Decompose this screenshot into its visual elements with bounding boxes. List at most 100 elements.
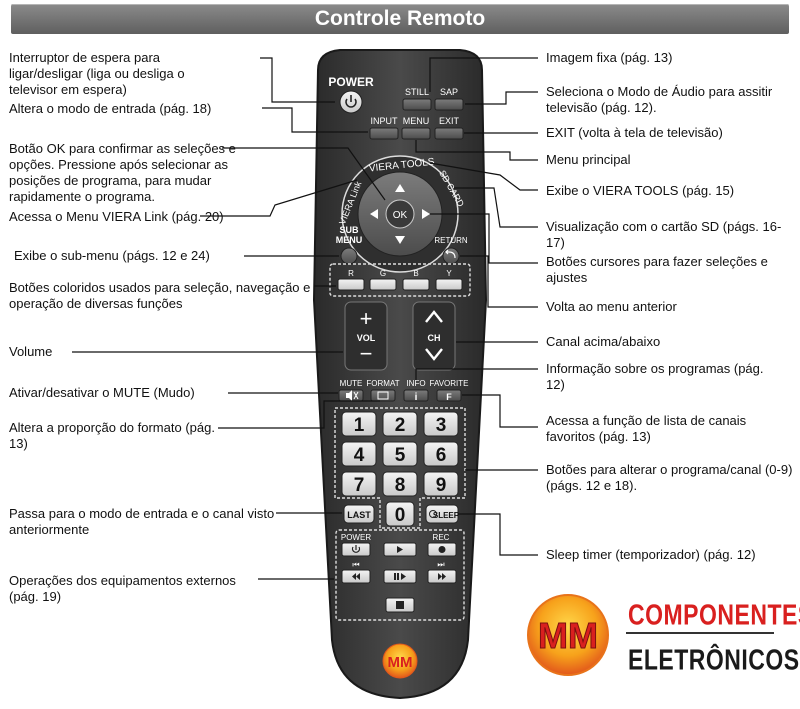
sub-menu-button[interactable]: [340, 247, 358, 265]
remote-logo: [382, 643, 418, 679]
digit-key-7[interactable]: [341, 471, 377, 497]
label-sap: Seleciona o Modo de Áudio para assitir t…: [546, 84, 773, 115]
ext-power-icon: [351, 545, 361, 553]
digit-key-1[interactable]: [341, 411, 377, 437]
label-external: Operações dos equipamentos externos (pág…: [9, 573, 236, 604]
label-menu: Menu principal: [546, 152, 631, 167]
rec-label: REC: [433, 533, 450, 542]
input-label: INPUT: [371, 116, 399, 126]
brand-logo: [527, 594, 609, 676]
favorite-key-icon: F: [446, 392, 452, 402]
return-arrow-icon: [445, 249, 456, 259]
exit-button[interactable]: [434, 127, 464, 140]
channel-rocker[interactable]: [412, 301, 456, 371]
title-bar: Controle Remoto: [11, 4, 789, 34]
label-standby: Interruptor de espera para ligar/desliga…: [9, 50, 185, 97]
cursor-up-button[interactable]: [395, 184, 405, 192]
digit-key-3[interactable]: [423, 411, 459, 437]
color-key-r[interactable]: [337, 278, 365, 291]
cursor-down-button[interactable]: [395, 236, 405, 244]
label-exit: EXIT (volta à tela de televisão): [546, 125, 723, 140]
label-favorite: Acessa a função de lista de canais favor…: [546, 413, 747, 444]
digit-key-5-label: 5: [395, 445, 406, 466]
vol-label: VOL: [357, 333, 376, 343]
color-key-y[interactable]: [435, 278, 463, 291]
digit-key-9[interactable]: [423, 471, 459, 497]
callout-lines-left: [72, 57, 386, 580]
label-sleep: Sleep timer (temporizador) (pág. 12): [546, 547, 756, 562]
favorite-label: FAVORITE: [430, 379, 469, 388]
label-info: Informação sobre os programas (pág. 12): [546, 361, 764, 392]
format-label: FORMAT: [366, 379, 399, 388]
ch-up-icon: [425, 310, 443, 323]
brand-line-1: COMPONENTES: [628, 598, 800, 631]
label-format: Altera a proporção do formato (pág. 13): [9, 420, 215, 451]
info-label: INFO: [406, 379, 425, 388]
last-label: LAST: [347, 510, 371, 520]
label-sub-menu: Exibe o sub-menu (págs. 12 e 24): [14, 248, 210, 263]
digits-box: [334, 407, 466, 529]
return-label: RETURN: [434, 236, 468, 245]
brand-logo-text: MM: [538, 615, 598, 656]
digit-key-0-label: 0: [395, 505, 406, 526]
label-sd-card: Visualização com o cartão SD (págs. 16-1…: [546, 219, 782, 250]
label-still: Imagem fixa (pág. 13): [546, 50, 673, 65]
digit-key-2[interactable]: [382, 411, 418, 437]
sap-button[interactable]: [434, 98, 464, 111]
digit-key-6[interactable]: [423, 441, 459, 467]
vol-minus: −: [360, 341, 373, 366]
ok-label: OK: [393, 210, 408, 221]
label-digits: Botões para alterar o programa/canal (0-…: [546, 462, 793, 493]
volume-rocker[interactable]: [344, 301, 388, 371]
label-ok-button: Botão OK para confirmar as seleções e op…: [9, 141, 236, 204]
format-button[interactable]: [370, 389, 396, 402]
label-last: Passa para o modo de entrada e o canal v…: [9, 506, 275, 537]
exit-label: EXIT: [439, 116, 460, 126]
digit-key-4[interactable]: [341, 441, 377, 467]
mute-label: MUTE: [340, 379, 363, 388]
vol-plus: +: [360, 306, 373, 331]
menu-label: MENU: [403, 116, 430, 126]
digit-key-9-label: 9: [436, 475, 447, 496]
pause-button[interactable]: [383, 569, 417, 584]
color-key-g-label: G: [380, 269, 386, 278]
clock-icon: [429, 510, 437, 518]
digit-key-8[interactable]: [382, 471, 418, 497]
digit-key-7-label: 7: [354, 475, 365, 496]
digit-key-6-label: 6: [436, 445, 447, 466]
last-button[interactable]: [343, 504, 375, 524]
rec-icon: [438, 546, 446, 553]
label-cursor: Botões cursores para fazer seleções e aj…: [546, 254, 768, 285]
ok-button[interactable]: [385, 199, 415, 229]
label-mute: Ativar/desativar o MUTE (Mudo): [9, 385, 195, 400]
digit-key-3-label: 3: [436, 415, 447, 436]
play-icon: [397, 546, 403, 553]
label-return: Volta ao menu anterior: [546, 299, 677, 314]
stop-icon: [396, 601, 404, 609]
color-key-g[interactable]: [369, 278, 397, 291]
cursor-right-button[interactable]: [422, 209, 430, 219]
info-button[interactable]: [403, 389, 429, 402]
color-key-r-label: R: [348, 269, 354, 278]
pause-icon: [394, 573, 406, 580]
power-label: POWER: [328, 75, 374, 89]
digit-key-0[interactable]: [385, 501, 415, 527]
digit-keys: 1 2 3 4 5 6 7 8 9 0: [341, 411, 459, 527]
input-button[interactable]: [369, 127, 399, 140]
menu-button[interactable]: [401, 127, 431, 140]
page-title: Controle Remoto: [314, 7, 486, 30]
color-key-b[interactable]: [402, 278, 430, 291]
fast-forward-icon: [438, 573, 446, 580]
format-icon: [377, 391, 389, 400]
label-input-mode: Altera o modo de entrada (pág. 18): [9, 101, 212, 116]
favorite-button[interactable]: [436, 389, 462, 402]
external-box: [335, 529, 465, 621]
cursor-left-button[interactable]: [370, 209, 378, 219]
label-viera-tools: Exibe o VIERA TOOLS (pág. 15): [546, 183, 735, 198]
still-button[interactable]: [402, 98, 432, 111]
return-button[interactable]: [442, 247, 460, 265]
still-label: STILL: [405, 87, 429, 97]
digit-key-4-label: 4: [354, 445, 365, 466]
digit-key-5[interactable]: [382, 441, 418, 467]
